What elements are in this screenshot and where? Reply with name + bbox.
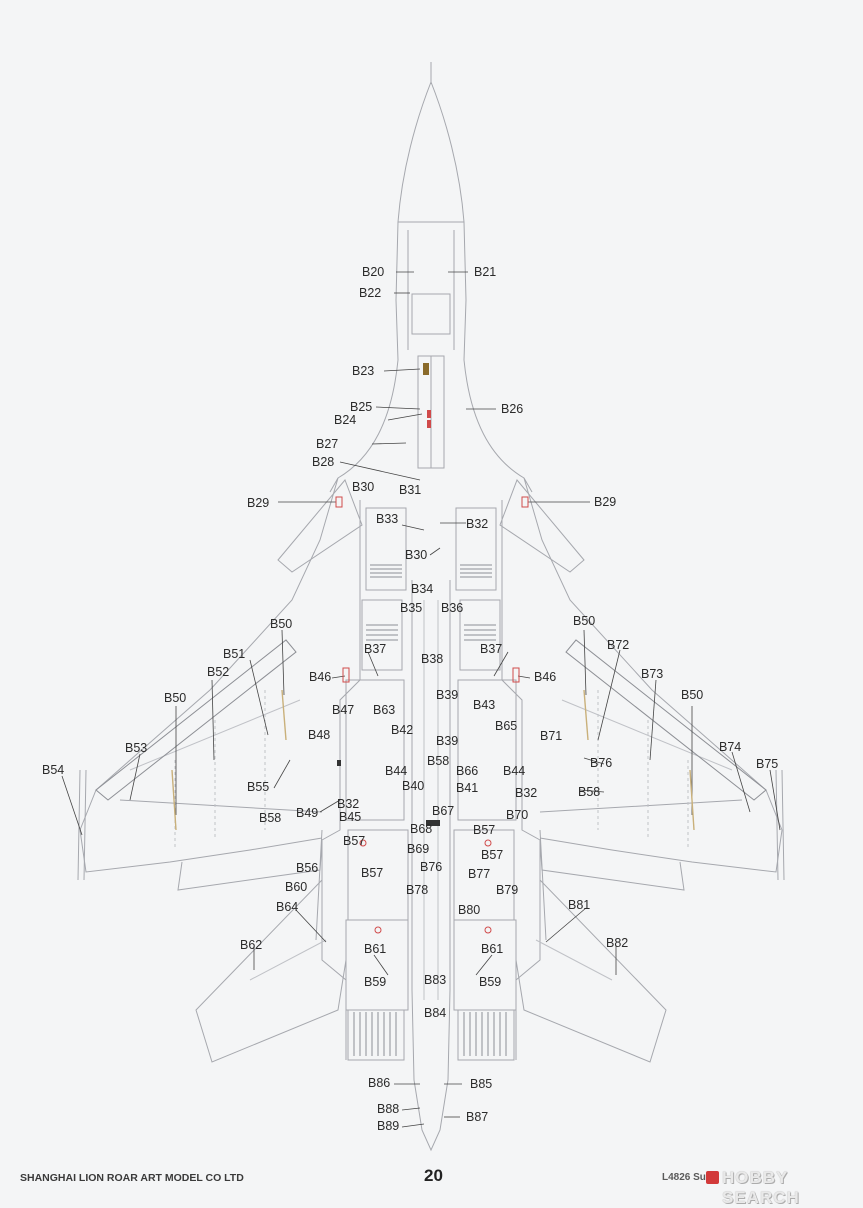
callout-B38: B38 <box>421 652 444 666</box>
callout-B49: B49 <box>296 806 319 820</box>
callout-B58-right: B58 <box>578 785 601 799</box>
callout-B37-left: B37 <box>364 642 387 656</box>
callout-B30-lower: B30 <box>405 548 428 562</box>
callout-B68: B68 <box>410 822 433 836</box>
callout-B21: B21 <box>474 265 497 279</box>
callout-B43: B43 <box>473 698 496 712</box>
callout-B66: B66 <box>456 764 479 778</box>
callout-B70: B70 <box>506 808 529 822</box>
callout-B89: B89 <box>377 1119 400 1133</box>
callout-B29-left: B29 <box>247 496 270 510</box>
callout-B50-right-outer: B50 <box>681 688 704 702</box>
callout-B54: B54 <box>42 763 65 777</box>
callout-B76-center: B76 <box>420 860 443 874</box>
watermark-text: HOBBY SEARCH <box>722 1168 800 1207</box>
callout-B42: B42 <box>391 723 414 737</box>
callout-B56: B56 <box>296 861 319 875</box>
callout-B58-center: B58 <box>427 754 450 768</box>
callout-B34: B34 <box>411 582 434 596</box>
callout-B50-right-inner: B50 <box>573 614 596 628</box>
callout-B32-right: B32 <box>515 786 538 800</box>
callout-B60: B60 <box>285 880 308 894</box>
callout-B83: B83 <box>424 973 447 987</box>
callout-B84: B84 <box>424 1006 447 1020</box>
callout-B50-left-outer: B50 <box>164 691 187 705</box>
callout-B73: B73 <box>641 667 664 681</box>
callout-B82: B82 <box>606 936 629 950</box>
callout-B47: B47 <box>332 703 355 717</box>
callout-B35: B35 <box>400 601 423 615</box>
callout-B32-forward: B32 <box>466 517 489 531</box>
callout-B22: B22 <box>359 286 382 300</box>
callout-B33: B33 <box>376 512 399 526</box>
callout-B86: B86 <box>368 1076 391 1090</box>
callout-B28: B28 <box>312 455 335 469</box>
callout-B81: B81 <box>568 898 591 912</box>
callout-B57-left: B57 <box>361 866 384 880</box>
decal-markings <box>171 363 695 934</box>
callout-B85: B85 <box>470 1077 493 1091</box>
logo-badge-icon <box>706 1171 719 1184</box>
callout-B77: B77 <box>468 867 491 881</box>
callout-B78: B78 <box>406 883 429 897</box>
callout-B20: B20 <box>362 265 385 279</box>
callout-B76-wing: B76 <box>590 756 613 770</box>
callout-B40: B40 <box>402 779 425 793</box>
callout-B41: B41 <box>456 781 479 795</box>
callout-B74: B74 <box>719 740 742 754</box>
callout-B57-right: B57 <box>473 823 496 837</box>
callout-B80: B80 <box>458 903 481 917</box>
callout-B44-right: B44 <box>503 764 526 778</box>
callout-B59-right: B59 <box>479 975 502 989</box>
callout-B62: B62 <box>240 938 263 952</box>
callout-B72: B72 <box>607 638 630 652</box>
callout-B59-left: B59 <box>364 975 387 989</box>
callout-B61-right: B61 <box>481 942 504 956</box>
callout-B24: B24 <box>334 413 357 427</box>
callout-B46-left: B46 <box>309 670 332 684</box>
callout-B32-left: B32 <box>337 797 360 811</box>
leader-lines <box>61 271 781 1128</box>
callout-B26: B26 <box>501 402 524 416</box>
callout-B46-right: B46 <box>534 670 557 684</box>
callout-B45: B45 <box>339 810 362 824</box>
callout-B25: B25 <box>350 400 373 414</box>
callout-B51: B51 <box>223 647 246 661</box>
callout-B79: B79 <box>496 883 519 897</box>
footer-product: L4826 Su- <box>662 1172 710 1183</box>
callout-B39-upper: B39 <box>436 688 459 702</box>
callout-B44-left: B44 <box>385 764 408 778</box>
callout-B69: B69 <box>407 842 430 856</box>
callout-B63: B63 <box>373 703 396 717</box>
callout-B39-lower: B39 <box>436 734 459 748</box>
callout-B67: B67 <box>432 804 455 818</box>
callout-B48: B48 <box>308 728 331 742</box>
page-number: 20 <box>424 1166 443 1185</box>
callout-B53: B53 <box>125 741 148 755</box>
callout-B50-left-inner: B50 <box>270 617 293 631</box>
callout-B88: B88 <box>377 1102 400 1116</box>
callout-B58-left: B58 <box>259 811 282 825</box>
callout-B61-left: B61 <box>364 942 387 956</box>
callout-B31: B31 <box>399 483 422 497</box>
callout-B36: B36 <box>441 601 464 615</box>
callout-B57-left-b: B57 <box>343 834 366 848</box>
callout-B27: B27 <box>316 437 339 451</box>
footer-company: SHANGHAI LION ROAR ART MODEL CO LTD <box>20 1172 244 1184</box>
callout-B52: B52 <box>207 665 230 679</box>
callout-B23: B23 <box>352 364 375 378</box>
callout-B30-upper: B30 <box>352 480 375 494</box>
callout-B71: B71 <box>540 729 563 743</box>
callout-B65: B65 <box>495 719 518 733</box>
callout-B55: B55 <box>247 780 270 794</box>
callout-B64: B64 <box>276 900 299 914</box>
callout-B57-right-b: B57 <box>481 848 504 862</box>
callout-B29-right: B29 <box>594 495 617 509</box>
callout-B37-right: B37 <box>480 642 503 656</box>
callout-B75: B75 <box>756 757 779 771</box>
callout-B87: B87 <box>466 1110 489 1124</box>
